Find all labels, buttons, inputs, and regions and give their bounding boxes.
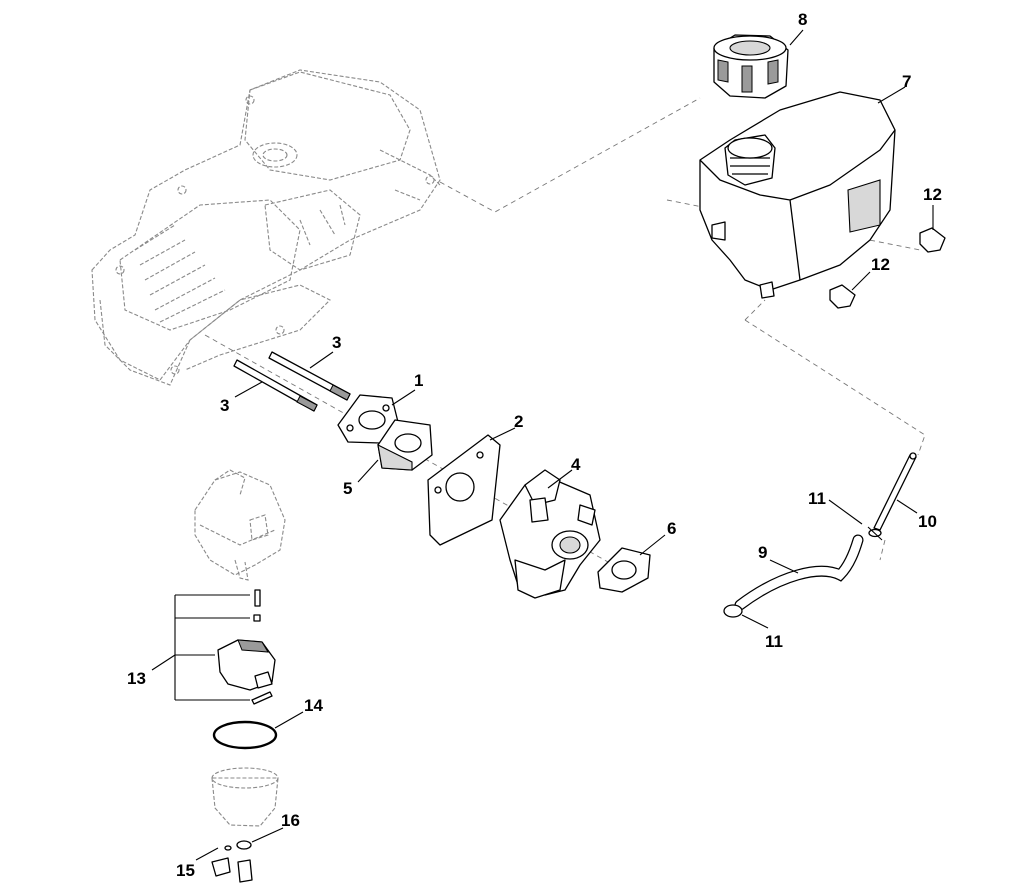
label-part-10: 10 bbox=[918, 512, 937, 531]
plate-gasket bbox=[427, 434, 501, 546]
label-part-3-upper: 3 bbox=[332, 333, 341, 352]
label-part-5: 5 bbox=[343, 479, 352, 498]
label-part-4: 4 bbox=[571, 455, 581, 474]
hose-clamps bbox=[723, 526, 883, 618]
label-part-8: 8 bbox=[798, 10, 807, 29]
float-bowl-gasket bbox=[212, 720, 278, 750]
label-part-2: 2 bbox=[514, 412, 523, 431]
label-part-12-upper: 12 bbox=[923, 185, 942, 204]
stud-bolts bbox=[233, 351, 351, 412]
air-filter-gasket bbox=[597, 547, 651, 593]
sealing-washer bbox=[224, 840, 252, 851]
float-bowl-reference bbox=[211, 767, 279, 827]
leader-lines bbox=[195, 29, 934, 861]
repair-kit bbox=[151, 589, 276, 705]
part-labels: 8 7 12 12 3 3 1 5 2 4 6 9 10 11 11 13 14… bbox=[127, 10, 942, 880]
label-part-6: 6 bbox=[667, 519, 676, 538]
engine-block bbox=[91, 69, 441, 386]
label-part-16: 16 bbox=[281, 811, 300, 830]
fuel-hose bbox=[734, 534, 864, 611]
label-part-3-lower: 3 bbox=[220, 396, 229, 415]
label-part-9: 9 bbox=[758, 543, 767, 562]
carburetor bbox=[499, 469, 601, 599]
label-part-14: 14 bbox=[304, 696, 323, 715]
tank-bolts bbox=[829, 227, 946, 309]
label-part-11-upper: 11 bbox=[808, 489, 826, 508]
label-part-15: 15 bbox=[176, 861, 195, 880]
fuel-filter-tube bbox=[873, 452, 917, 531]
fuel-cap bbox=[713, 34, 789, 99]
carburetor-spacer bbox=[377, 419, 433, 471]
label-part-11-lower: 11 bbox=[765, 632, 783, 651]
label-part-1: 1 bbox=[414, 371, 423, 390]
label-part-12-lower: 12 bbox=[871, 255, 890, 274]
carburetor-assembly-reference bbox=[194, 469, 286, 581]
fuel-tank bbox=[699, 91, 896, 299]
label-part-7: 7 bbox=[902, 72, 911, 91]
drain-screw bbox=[211, 857, 253, 883]
label-part-13: 13 bbox=[127, 669, 146, 688]
